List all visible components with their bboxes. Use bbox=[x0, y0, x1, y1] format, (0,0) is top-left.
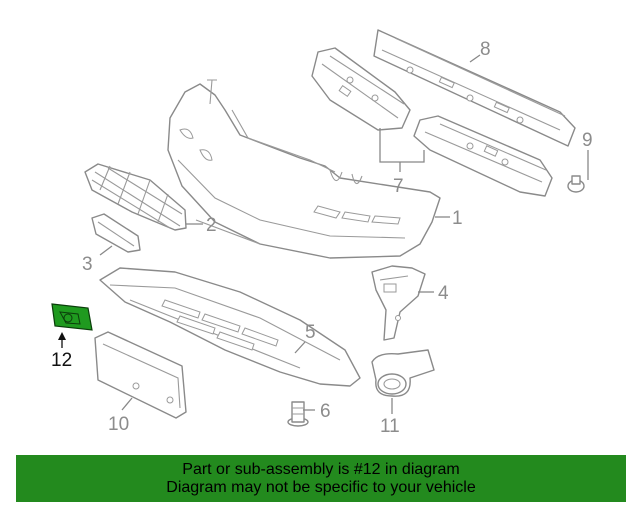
banner-line-2: Diagram may not be specific to your vehi… bbox=[166, 479, 476, 496]
callout-5: 5 bbox=[305, 322, 316, 343]
callout-9: 9 bbox=[582, 130, 593, 151]
part-7-absorber-upper[interactable] bbox=[311, 47, 411, 131]
leader-lines bbox=[58, 54, 589, 414]
part-12-highlighted[interactable] bbox=[51, 303, 93, 331]
part-5-undertray[interactable] bbox=[99, 267, 361, 387]
callout-labels: 1 2 3 4 5 6 7 8 9 10 11 12 bbox=[51, 39, 593, 437]
part-8-reinforcement-bar[interactable] bbox=[373, 29, 576, 147]
part-9-clip[interactable] bbox=[567, 175, 585, 193]
parts-diagram: 1 2 3 4 5 6 7 8 9 10 11 12 bbox=[51, 29, 593, 437]
callout-1: 1 bbox=[452, 208, 463, 229]
banner-line-1: Part or sub-assembly is #12 in diagram bbox=[182, 461, 460, 478]
callout-6: 6 bbox=[320, 401, 331, 422]
callout-4: 4 bbox=[438, 283, 449, 304]
callout-2: 2 bbox=[206, 215, 217, 236]
callout-10: 10 bbox=[108, 414, 129, 435]
part-7-absorber-lower[interactable] bbox=[413, 115, 553, 197]
callout-7: 7 bbox=[393, 176, 404, 197]
part-1-bumper-cover[interactable] bbox=[167, 79, 441, 259]
info-banner: Part or sub-assembly is #12 in diagram D… bbox=[16, 455, 626, 502]
part-2-grille[interactable] bbox=[84, 163, 187, 231]
callout-12: 12 bbox=[51, 350, 72, 371]
part-4-bracket[interactable] bbox=[371, 265, 426, 341]
part-11-sensor[interactable] bbox=[371, 349, 435, 397]
part-10-license-bracket[interactable] bbox=[94, 331, 187, 419]
callout-8: 8 bbox=[480, 39, 491, 60]
part-6-bolt[interactable] bbox=[287, 401, 309, 427]
part-3-trim-strip[interactable] bbox=[91, 213, 141, 253]
callout-11: 11 bbox=[380, 416, 400, 437]
callout-3: 3 bbox=[82, 254, 93, 275]
